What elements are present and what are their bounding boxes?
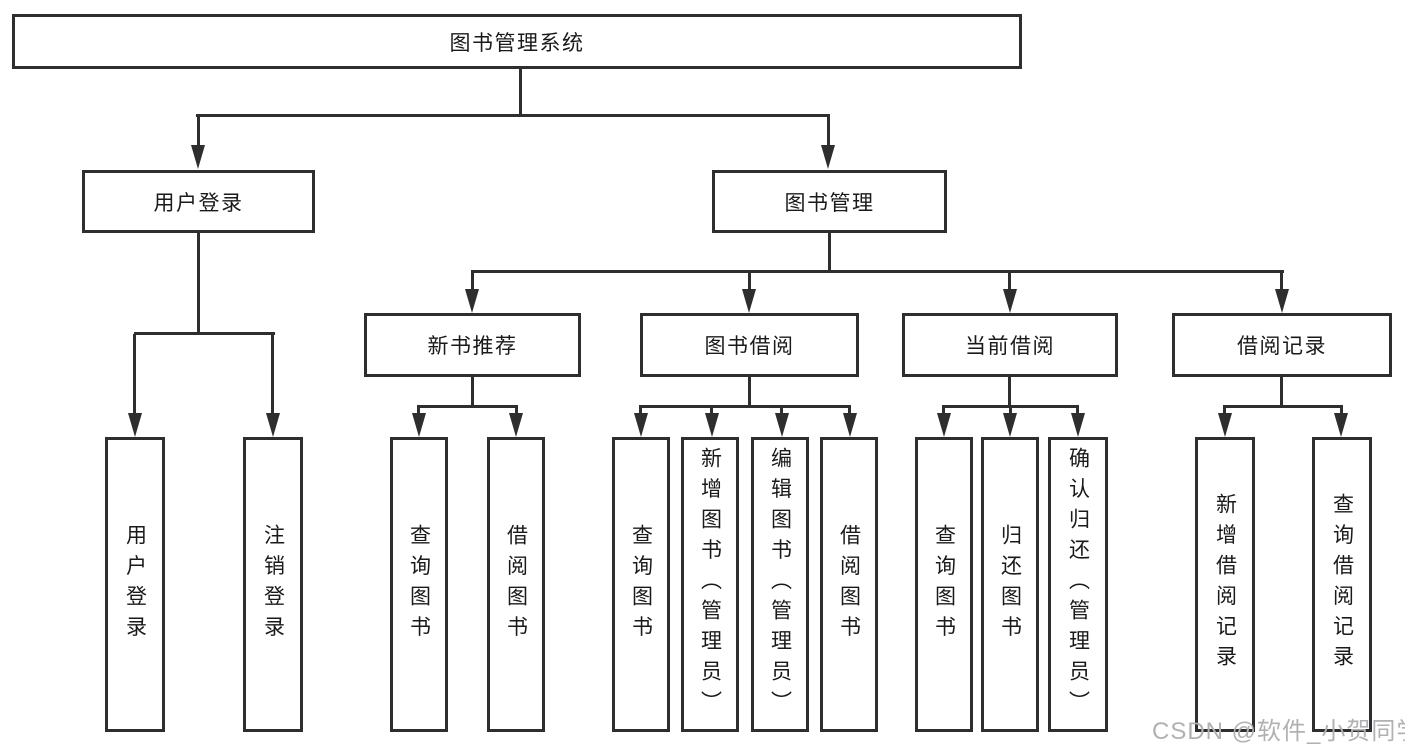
connector-line [780,406,783,415]
connector-line [471,270,1284,273]
csdn-watermark: CSDN @软件_小贺同学 [1152,718,1405,745]
connector-line [133,334,136,414]
node-book-borrowing: 图书借阅 [640,313,859,377]
node-borrowing-records: 借阅记录 [1172,313,1392,377]
arrow-down-icon [1071,413,1085,437]
arrow-down-icon [775,413,789,437]
connector-line [1340,406,1343,415]
connector-line [748,272,751,290]
connector-line [1280,272,1283,290]
leaf-logout: 注销登录 [243,437,303,732]
arrow-down-icon [509,413,523,437]
leaf-add-borrow-record: 新增借阅记录 [1195,437,1255,732]
connector-line [417,406,420,415]
connector-line [519,69,522,116]
connector-line [848,406,851,415]
leaf-query-books-recommend: 查询图书 [390,437,448,732]
arrow-down-icon [412,413,426,437]
arrow-down-icon [128,413,142,437]
leaf-user-login: 用户登录 [105,437,165,732]
connector-line [134,332,275,335]
leaf-borrow-books: 借阅图书 [820,437,878,732]
leaf-query-books-borrow: 查询图书 [612,437,670,732]
connector-line [1008,272,1011,290]
arrow-down-icon [1275,289,1289,313]
connector-line [639,406,642,415]
arrow-down-icon [937,413,951,437]
leaf-edit-books-admin: 编辑图书（管理员） [751,437,809,732]
connector-line [1008,377,1011,408]
arrow-down-icon [742,289,756,313]
connector-line [197,116,200,146]
connector-line [828,233,831,272]
connector-line [515,406,518,415]
connector-line [710,406,713,415]
arrow-down-icon [634,413,648,437]
leaf-query-borrow-record: 查询借阅记录 [1312,437,1372,732]
connector-line [471,377,474,408]
connector-line [1009,406,1012,415]
leaf-borrow-books-recommend: 借阅图书 [487,437,545,732]
arrow-down-icon [191,145,205,169]
arrow-down-icon [843,413,857,437]
connector-line [1223,406,1226,415]
connector-line [827,116,830,146]
node-current-borrowing: 当前借阅 [902,313,1118,377]
connector-line [271,334,274,414]
leaf-add-books-admin: 新增图书（管理员） [681,437,739,732]
connector-line [1076,406,1079,415]
connector-line [1223,405,1343,408]
leaf-return-books: 归还图书 [981,437,1039,732]
arrow-down-icon [465,289,479,313]
arrow-down-icon [1003,413,1017,437]
leaf-confirm-return-admin: 确认归还（管理员） [1048,437,1108,732]
arrow-down-icon [1218,413,1232,437]
arrow-down-icon [1003,289,1017,313]
leaf-query-books-current: 查询图书 [915,437,973,732]
arrow-down-icon [821,145,835,169]
arrow-down-icon [266,413,280,437]
connector-line [942,406,945,415]
connector-line [197,233,200,334]
arrow-down-icon [705,413,719,437]
connector-line [748,377,751,408]
node-user-login: 用户登录 [82,170,315,233]
node-library-system: 图书管理系统 [12,14,1022,69]
arrow-down-icon [1334,413,1348,437]
node-new-book-recommend: 新书推荐 [364,313,581,377]
connector-line [639,405,851,408]
connector-line [1280,377,1283,408]
node-book-management: 图书管理 [712,170,947,233]
connector-line [417,405,518,408]
connector-line [471,272,474,290]
connector-line [196,114,830,117]
